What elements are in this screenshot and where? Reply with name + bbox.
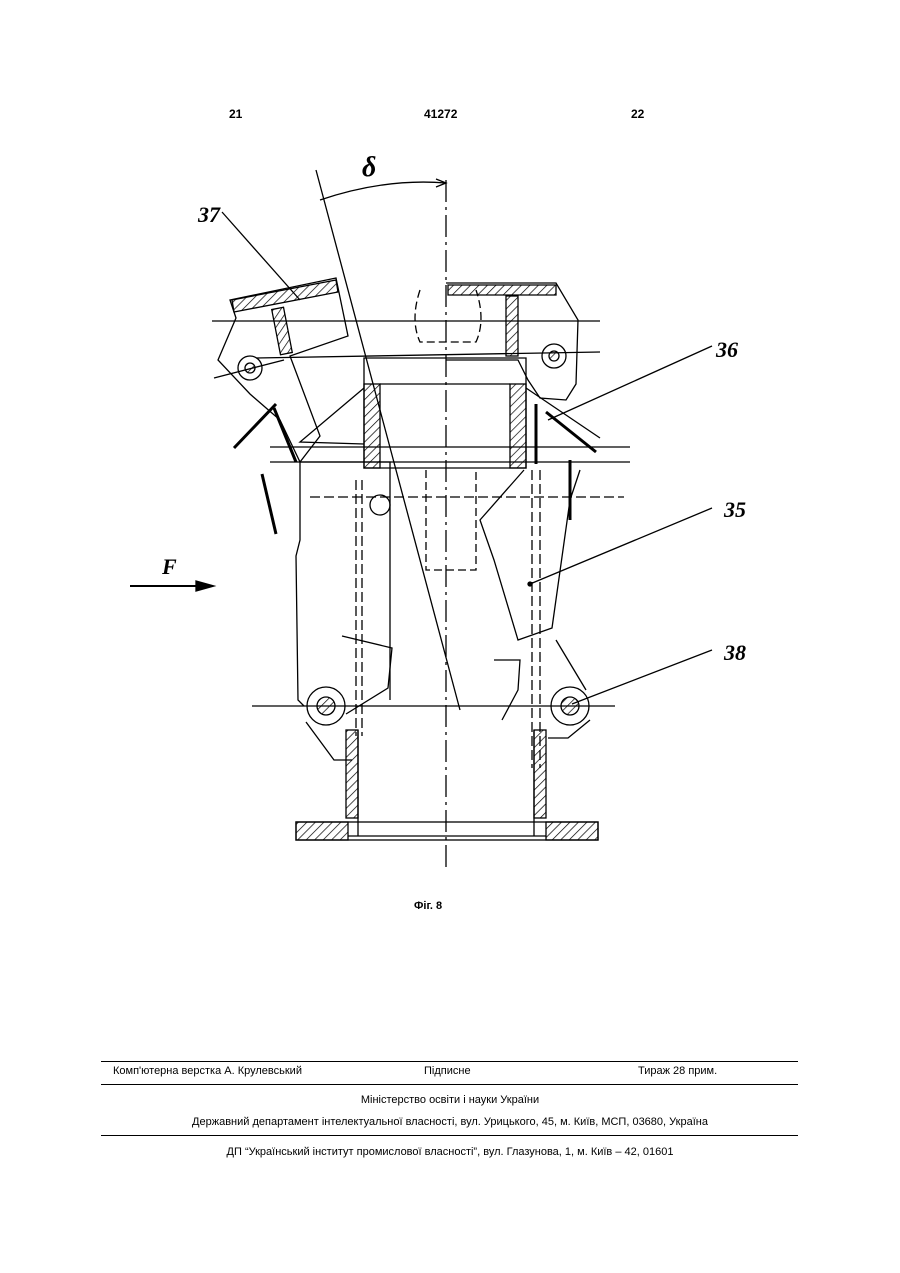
lower-tube-right-wall bbox=[534, 730, 546, 818]
right-body-35 bbox=[480, 470, 580, 640]
figure-caption: Фіг. 8 bbox=[414, 900, 442, 912]
lower-tube-left-wall bbox=[346, 730, 358, 818]
label-36: 36 bbox=[715, 337, 738, 362]
footer-rule-middle bbox=[101, 1084, 798, 1085]
footer-circulation: Тираж 28 прим. bbox=[638, 1065, 717, 1077]
footer-ministry: Міністерство освіти і науки України bbox=[0, 1094, 900, 1106]
leader-36 bbox=[548, 346, 712, 420]
left-body bbox=[296, 462, 304, 706]
footer-rule-top bbox=[101, 1061, 798, 1062]
label-38: 38 bbox=[723, 640, 746, 665]
central-cup-36 bbox=[364, 358, 526, 468]
label-35: 35 bbox=[723, 497, 746, 522]
label-force: F bbox=[161, 554, 177, 579]
leader-37 bbox=[222, 212, 300, 300]
inclined-axis bbox=[316, 170, 460, 710]
footer-department: Державний департамент інтелектуальної вл… bbox=[0, 1116, 900, 1128]
leader-38 bbox=[572, 650, 712, 704]
label-angle: δ bbox=[362, 152, 376, 183]
footer-layout-credit: Комп'ютерна верстка А. Крулевський bbox=[113, 1065, 302, 1077]
label-37: 37 bbox=[197, 202, 221, 227]
leader-35 bbox=[530, 508, 712, 584]
angle-arc bbox=[320, 182, 446, 200]
footer-rule-bottom bbox=[101, 1135, 798, 1136]
footer-institute: ДП “Український інститут промислової вла… bbox=[0, 1146, 900, 1158]
footer-signed: Підписне bbox=[424, 1065, 471, 1077]
